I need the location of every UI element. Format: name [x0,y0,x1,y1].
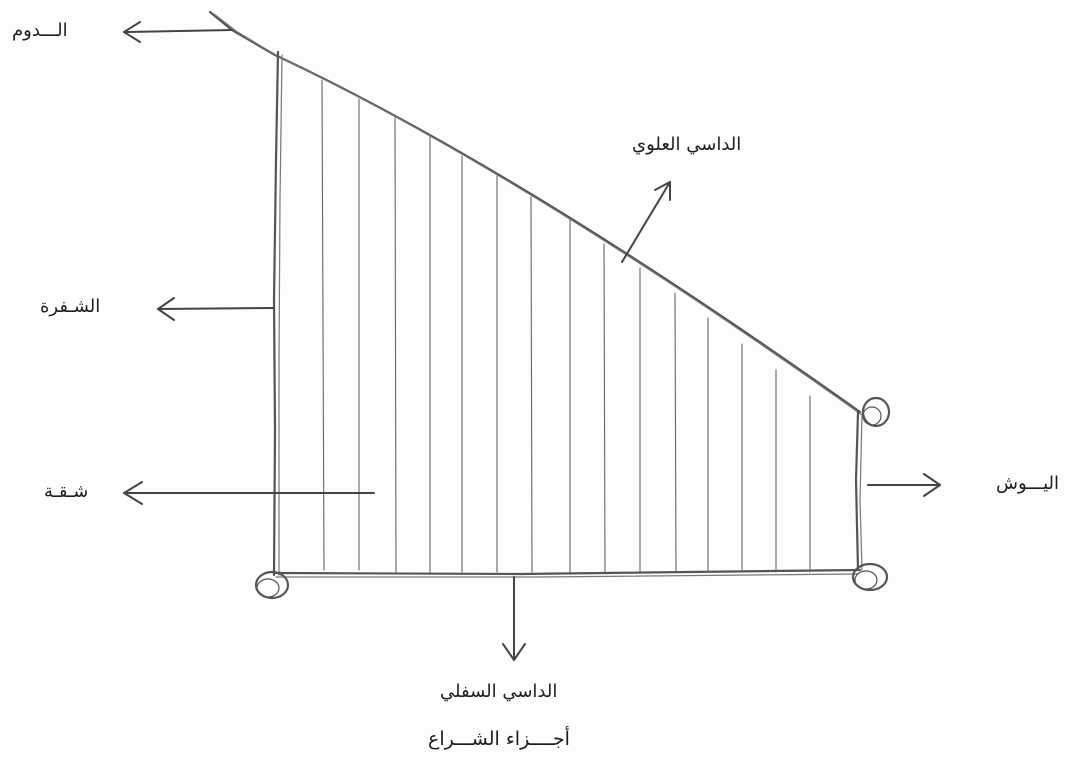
lower-edge-label: الداسي السفلي [440,681,558,702]
sail-outline [208,10,891,600]
panel-label: شـقـة [44,481,89,502]
top-right-grommet [861,396,891,428]
luff-label: الشـفرة [40,296,101,317]
head-label: الـــدوم [12,20,68,41]
lower-edge-line [272,568,862,576]
clew-edge-line [854,410,860,572]
panel-lines [321,79,811,573]
bottom-right-grommet [851,562,889,592]
clew-label: اليـــوش [996,473,1060,494]
diagram-title: أجــــزاء الشـــراع [428,728,570,750]
arrows [123,21,941,661]
upper-edge-label: الداسي العلوي [632,134,742,155]
head-arrow [123,29,233,33]
luff-line [272,50,280,577]
luff-arrow [157,307,275,310]
upper-edge-line [208,10,862,414]
bottom-left-grommet [254,570,290,600]
upper-edge-arrow [621,181,671,263]
